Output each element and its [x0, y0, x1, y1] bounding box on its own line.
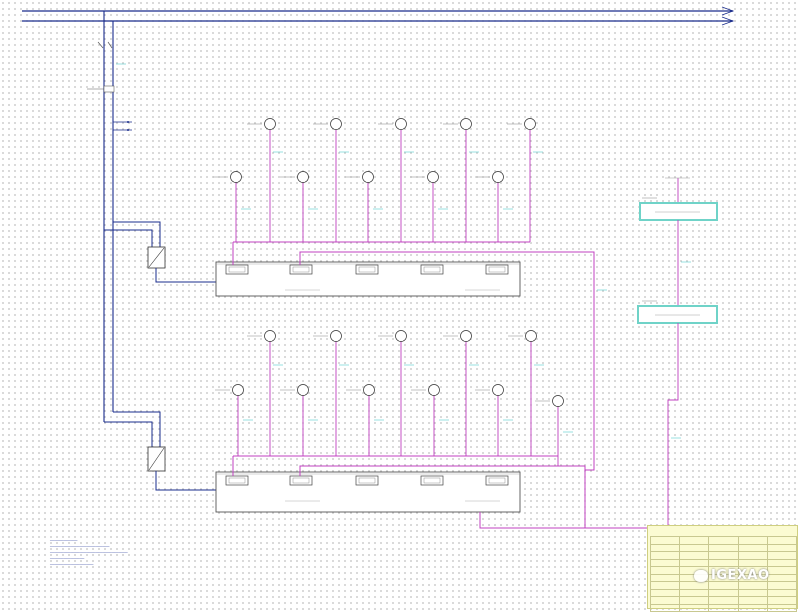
- faint-labels: [213, 123, 690, 402]
- notes-line: ────────────: [50, 538, 78, 543]
- lower-power-supply: [104, 411, 216, 491]
- upper-sensor-row-1: [264, 118, 536, 130]
- notes-line: ───────────────────: [50, 562, 94, 567]
- lower-panel-modules: [225, 475, 509, 486]
- legend-table: [647, 525, 798, 612]
- notes-line: ──────────────────────────: [50, 544, 110, 549]
- notes-line: ──────────────────────────────────: [50, 550, 128, 555]
- main-busbar: [22, 6, 735, 26]
- watermark: IGEXAO: [694, 568, 770, 583]
- upper-control-panel: [215, 261, 521, 297]
- lower-sensor-row-2: [232, 384, 564, 407]
- main-breaker: [87, 41, 132, 131]
- upper-signal-wiring: [232, 130, 595, 471]
- lower-control-panel: [215, 471, 521, 513]
- wechat-logo-icon: [694, 569, 708, 582]
- lower-signal-wiring: [232, 340, 586, 529]
- right-device-chain: [585, 178, 718, 529]
- lower-sensor-row-1: [264, 330, 537, 342]
- drawing-notes: ──────────── ────────────────────────── …: [50, 538, 220, 568]
- upper-panel-modules: [225, 264, 509, 275]
- upper-sensor-row-2: [230, 171, 504, 183]
- feeder-lines: [103, 11, 114, 422]
- watermark-text: IGEXAO: [711, 568, 770, 583]
- upper-power-supply: [104, 221, 216, 283]
- faint-cyan-labels: [116, 63, 691, 439]
- notes-line: ───────────────: [50, 556, 85, 561]
